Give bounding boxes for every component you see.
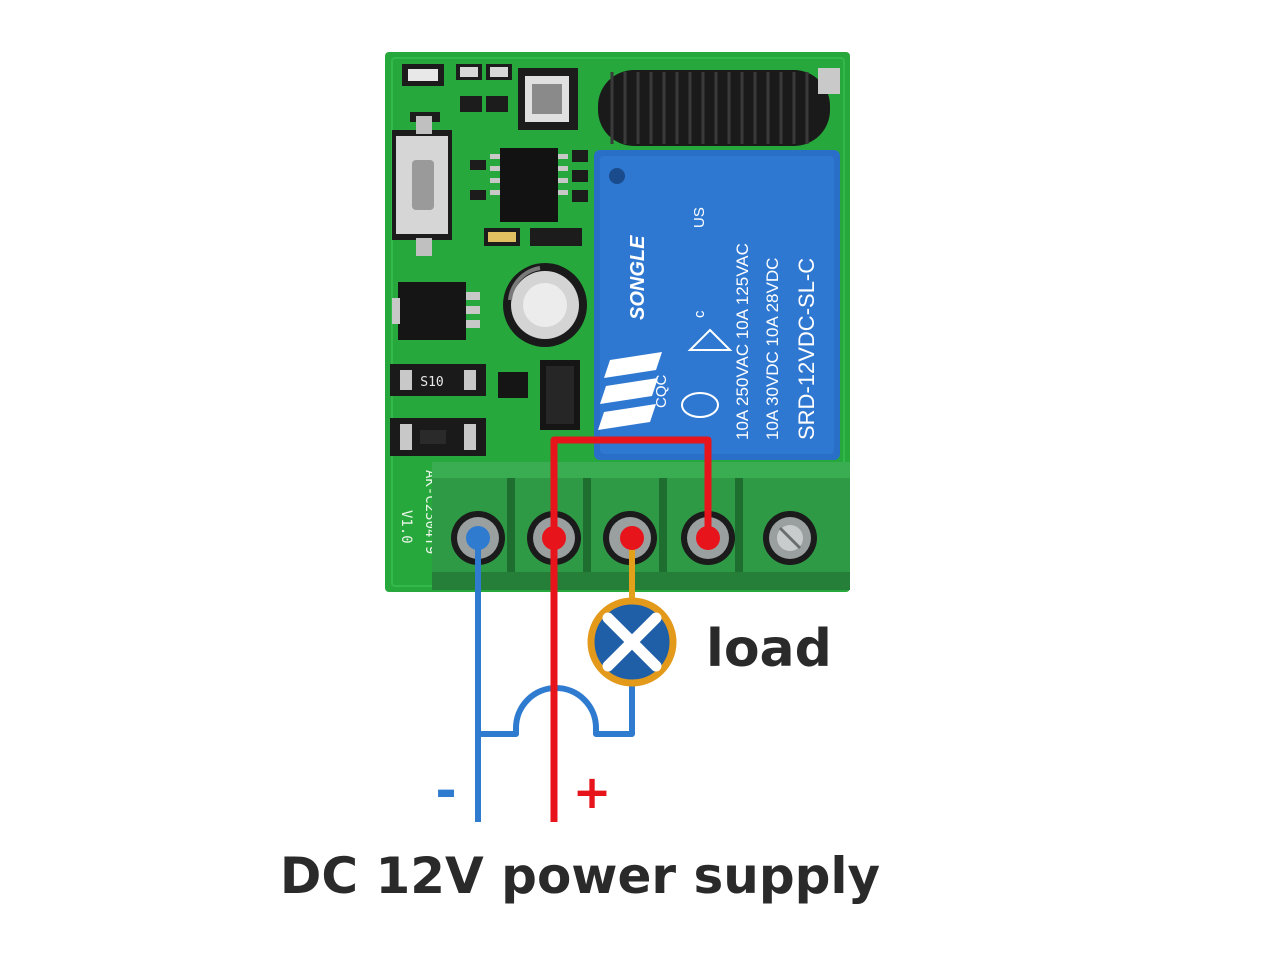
tactile-button: [392, 116, 452, 256]
load-label: load: [706, 619, 832, 679]
terminal-negative-marker: [466, 526, 490, 550]
wire-positive: [550, 436, 712, 822]
ic-chip: [470, 148, 588, 246]
positive-sign: +: [573, 765, 612, 819]
terminal-block: [432, 462, 850, 590]
relay-cert-c: c: [691, 310, 708, 318]
relay: SONGLE CQC c US 10A 250VAC 10A 125VAC 10…: [594, 150, 840, 460]
load-lamp-icon: [587, 597, 677, 687]
terminal-markers: [466, 526, 720, 550]
relay-rating-2: 10A 30VDC 10A 28VDC: [763, 258, 782, 440]
power-supply-caption: DC 12V power supply: [280, 847, 880, 905]
pcb-version-label: V1.0: [398, 510, 414, 544]
negative-sign: -: [435, 761, 457, 821]
relay-module-board: S10 SONGLE CQC c US 10A 250VAC 10A 125VA…: [385, 52, 850, 592]
relay-cert-cqc: CQC: [653, 375, 670, 409]
antenna-coil: [598, 68, 840, 146]
diode-s10: S10: [390, 364, 486, 396]
transistors: [498, 360, 580, 430]
relay-cert-us: US: [691, 207, 708, 228]
terminal-com-marker: [696, 526, 720, 550]
relay-brand: SONGLE: [627, 235, 649, 320]
relay-model: SRD-12VDC-SL-C: [794, 258, 819, 440]
smd-components-top: [402, 64, 578, 130]
diode-bottom: [390, 418, 486, 456]
voltage-regulator: [392, 282, 480, 340]
relay-logo: [598, 352, 662, 430]
diode-label: S10: [420, 375, 443, 390]
wire-load-return: [478, 682, 635, 737]
terminal-no-marker: [620, 526, 644, 550]
capacitor: [503, 263, 587, 347]
terminal-positive-marker: [542, 526, 566, 550]
relay-rating-1: 10A 250VAC 10A 125VAC: [733, 243, 752, 440]
